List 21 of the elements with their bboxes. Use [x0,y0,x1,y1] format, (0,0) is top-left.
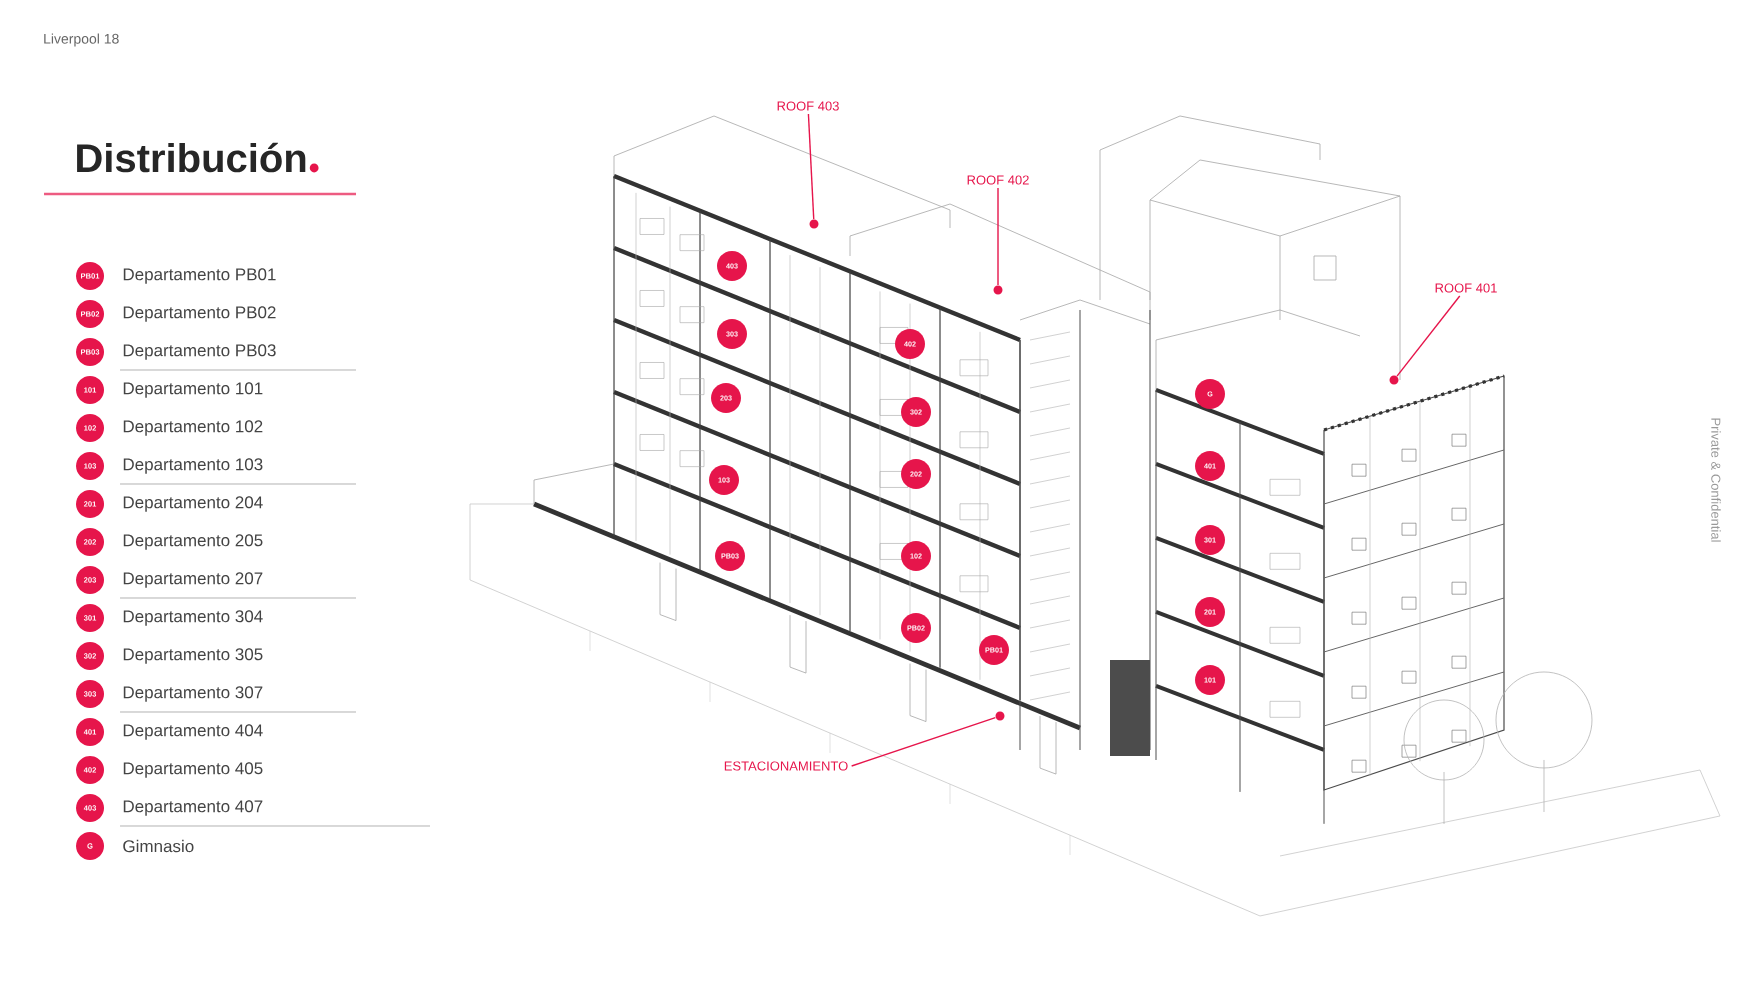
unit-label: Departamento PB01 [123,268,276,284]
unit-label: Departamento 205 [123,534,263,550]
unit-label: Departamento 204 [123,496,263,512]
unit-label: Departamento 305 [123,648,263,664]
unit-label: Departamento PB03 [123,344,276,360]
unit-label: Departamento 405 [123,762,263,778]
unit-label: Departamento 102 [123,420,263,436]
unit-label: Departamento 207 [123,572,263,588]
leader-line [1396,295,1461,377]
unit-label: Departamento 404 [123,724,263,740]
title: Distribución [77,142,306,173]
unit-label: Departamento 304 [123,610,263,626]
unit-label: Departamento 103 [123,458,263,474]
unit-label: Departamento 407 [123,800,263,816]
unit-label: Departamento PB02 [123,306,276,322]
leader-line [850,716,997,767]
unit-label: Departamento 101 [123,382,263,398]
unit-label: Gimnasio [123,839,194,853]
leader-line [807,113,815,220]
leader-line [997,187,999,286]
unit-label: Departamento 307 [123,686,263,702]
